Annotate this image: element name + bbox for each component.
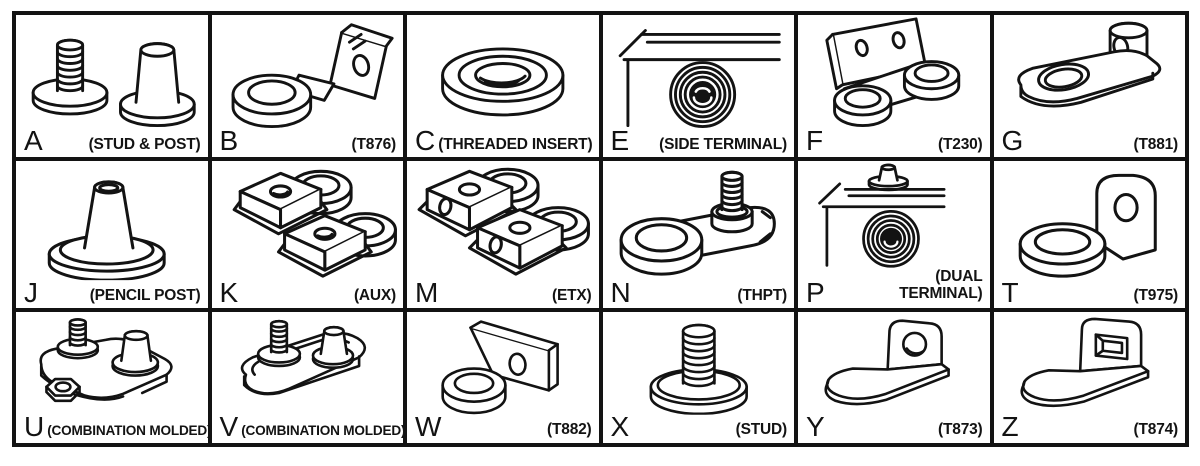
cell-letter: C <box>415 125 436 157</box>
cell-caption: U (COMBINATION MOLDED) <box>16 411 208 443</box>
cell-label: (STUD & POST) <box>88 135 201 153</box>
cell-letter: T <box>1001 276 1019 308</box>
grid-cell-V: V (COMBINATION MOLDED) <box>211 312 404 443</box>
t230-bracket-drawing <box>798 15 990 129</box>
grid-cell-K: K (AUX) <box>211 161 404 309</box>
cell-label: (T882) <box>547 421 592 439</box>
cell-caption: M (ETX) <box>407 276 599 309</box>
grid-cell-A: A (STUD & POST) <box>16 15 208 158</box>
cell-caption: K (AUX) <box>212 276 404 309</box>
grid-cell-P: P (DUAL TERMINAL) <box>798 161 990 309</box>
cell-letter: N <box>610 276 631 308</box>
cell-label: (THREADED INSERT) <box>438 135 593 153</box>
grid-cell-T: T (T975) <box>993 161 1186 309</box>
cell-caption: G (T881) <box>994 125 1186 157</box>
thpt-terminal-drawing <box>603 161 795 280</box>
cell-letter: F <box>806 125 824 157</box>
t874-bracket-drawing <box>994 312 1186 415</box>
cell-label: (STUD) <box>735 421 788 439</box>
t882-bracket-drawing <box>407 312 599 415</box>
cell-label: (COMBINATION MOLDED) <box>47 423 208 439</box>
cell-caption: Y (T873) <box>798 411 990 443</box>
cell-label: (T876) <box>351 135 397 153</box>
grid-cell-Y: Y (T873) <box>798 312 990 443</box>
cell-letter: G <box>1001 125 1024 157</box>
cell-letter: Z <box>1001 411 1019 443</box>
grid-cell-X: X (STUD) <box>602 312 795 443</box>
cell-letter: P <box>806 276 825 308</box>
cell-caption: T (T975) <box>994 276 1186 309</box>
t876-bracket-drawing <box>212 15 404 129</box>
cell-caption: V (COMBINATION MOLDED) <box>212 411 404 443</box>
cell-label: (SIDE TERMINAL) <box>659 135 787 153</box>
t975-bracket-drawing <box>994 161 1186 280</box>
cell-letter: J <box>24 276 38 308</box>
cell-caption: X (STUD) <box>603 411 795 443</box>
aux-terminal-drawing <box>212 161 404 280</box>
cell-caption: P (DUAL TERMINAL) <box>798 268 990 308</box>
cell-caption: E (SIDE TERMINAL) <box>603 125 795 157</box>
cell-letter: Y <box>806 411 825 443</box>
cell-letter: A <box>24 125 43 157</box>
combination-molded-b-drawing <box>212 312 404 415</box>
grid-cell-F: F (T230) <box>798 15 990 158</box>
grid-cell-W: W (T882) <box>407 312 599 443</box>
etx-terminal-drawing <box>407 161 599 280</box>
cell-letter: E <box>610 125 630 157</box>
cell-label: (T874) <box>1133 421 1179 439</box>
cell-caption: Z (T874) <box>994 411 1186 443</box>
cell-label: (T881) <box>1133 135 1179 153</box>
pencil-post-drawing <box>16 161 208 280</box>
cell-caption: N (THPT) <box>603 276 795 309</box>
cell-label: (T230) <box>938 135 983 153</box>
cell-label: (THPT) <box>737 286 787 304</box>
t873-bracket-drawing <box>798 312 990 415</box>
cell-letter: V <box>219 411 239 443</box>
grid-cell-Z: Z (T874) <box>993 312 1186 443</box>
dual-terminal-drawing <box>798 161 990 269</box>
cell-caption: F (T230) <box>798 125 990 157</box>
cell-letter: M <box>415 276 439 308</box>
grid-cell-C: C (THREADED INSERT) <box>407 15 599 158</box>
grid-cell-E: E (SIDE TERMINAL) <box>602 15 795 158</box>
cell-label: (DUAL TERMINAL) <box>899 268 983 302</box>
cell-label: (COMBINATION MOLDED) <box>241 423 403 439</box>
side-terminal-drawing <box>603 15 795 129</box>
grid-cell-M: M (ETX) <box>407 161 599 309</box>
cell-letter: K <box>219 276 239 308</box>
cell-label: (AUX) <box>353 286 396 304</box>
stud-and-post-drawing <box>16 15 208 129</box>
cell-caption: B (T876) <box>212 125 404 157</box>
cell-caption: W (T882) <box>407 411 599 443</box>
cell-caption: C (THREADED INSERT) <box>407 125 599 157</box>
grid-cell-G: G (T881) <box>993 15 1186 158</box>
cell-label: (ETX) <box>552 286 592 304</box>
cell-letter: B <box>219 125 239 157</box>
grid-cell-U: U (COMBINATION MOLDED) <box>16 312 208 443</box>
cell-caption: J (PENCIL POST) <box>16 276 208 309</box>
cell-label: (T975) <box>1133 286 1179 304</box>
t881-terminal-drawing <box>994 15 1186 129</box>
cell-letter: W <box>415 411 442 443</box>
terminal-grid: A (STUD & POST) B (T876) C (THREADED INS… <box>16 15 1185 443</box>
combination-molded-a-drawing <box>16 312 208 415</box>
terminal-types-figure: A (STUD & POST) B (T876) C (THREADED INS… <box>12 11 1189 447</box>
grid-cell-N: N (THPT) <box>602 161 795 309</box>
threaded-insert-drawing <box>407 15 599 129</box>
stud-terminal-drawing <box>603 312 795 415</box>
cell-label: (T873) <box>938 421 983 439</box>
grid-cell-B: B (T876) <box>211 15 404 158</box>
grid-cell-J: J (PENCIL POST) <box>16 161 208 309</box>
cell-label: (PENCIL POST) <box>89 286 201 304</box>
cell-letter: U <box>24 411 45 443</box>
cell-letter: X <box>610 411 630 443</box>
cell-caption: A (STUD & POST) <box>16 125 208 157</box>
